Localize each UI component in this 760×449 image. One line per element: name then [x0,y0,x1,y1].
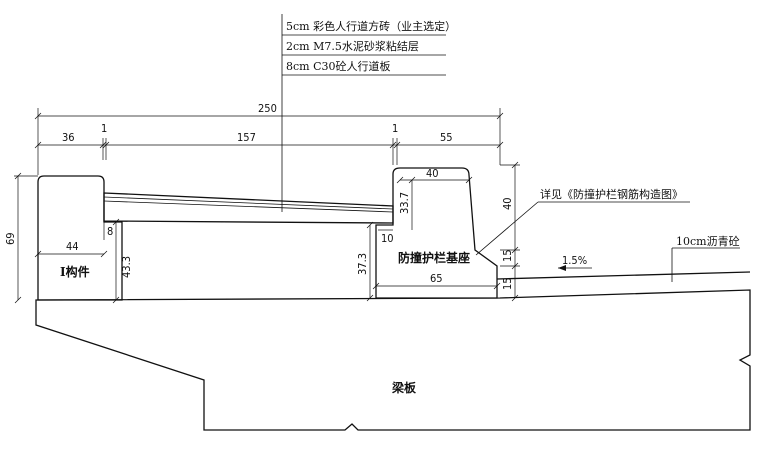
dim-8-text: 8 [107,225,113,238]
barrier-reference-text: 详见《防撞护栏钢筋构造图》 [540,187,683,201]
tick [102,141,110,149]
right-vertical-dimensions: 40 15 15 [500,161,520,302]
leader-line-barrier [475,201,539,256]
slab-outline [103,192,394,224]
tick [112,218,120,226]
dim-1a-text: 1 [101,122,107,135]
beam-slab-outline [35,289,751,431]
dim-55-text: 55 [440,131,453,144]
dim-1b-text: 1 [392,122,398,135]
dim-36-text: 36 [62,131,75,144]
dim-69-text: 69 [4,232,17,245]
layer2-text: 2cm M7.5水泥砂浆粘结层 [286,39,419,53]
barrier-base-label: 防撞护栏基座 [398,250,470,265]
dim-40b-text: 40 [501,197,514,210]
asphalt-layer: 1.5% 10cm沥青砼 [496,235,751,282]
dim-250-text: 250 [258,102,277,115]
tick [408,176,416,184]
layer-annotations: 5cm 彩色人行道方砖（业主选定） 2cm M7.5水泥砂浆粘结层 8cm C3… [281,14,456,212]
tick [34,141,42,149]
i-member: 69 44 I构件 8 43.3 [4,172,133,304]
dim-37-3-text: 37.3 [356,253,369,275]
tick [14,296,22,304]
beam-slab: 梁板 [35,289,751,431]
dim-43-3-text: 43.3 [120,256,133,278]
i-member-label: I构件 [60,264,90,279]
slab-layer-line [103,196,394,210]
layer1-text: 5cm 彩色人行道方砖（业主选定） [286,19,456,33]
i-member-outline [37,175,123,301]
tick [493,282,501,290]
tick [389,141,397,149]
tick [100,250,108,258]
asphalt-text: 10cm沥青砼 [676,235,740,248]
tick [465,176,473,184]
dim-15a-text: 15 [501,249,514,262]
tick [99,141,107,149]
tick [366,221,374,229]
tick [14,172,22,180]
barrier-outline [375,167,498,299]
top-dimensions: 250 36 1 157 1 55 [34,102,504,175]
tick [511,262,519,270]
tick [396,176,404,184]
tick [393,141,401,149]
sidewalk-slab [103,192,394,224]
tick [34,250,42,258]
slope-text: 1.5% [562,254,587,267]
tick [372,282,380,290]
dim-44-text: 44 [66,240,79,253]
barrier-reference: 详见《防撞护栏钢筋构造图》 [475,187,690,256]
dim-10-text: 10 [381,232,394,245]
barrier-base: 40 33.7 10 37.3 防撞护栏基座 65 [356,167,501,302]
tick [496,112,504,120]
beam-slab-label: 梁板 [391,380,417,395]
tick [496,141,504,149]
asphalt-top-line [496,271,751,280]
dim-33-7-text: 33.7 [398,192,411,214]
tick [511,246,519,254]
dim-157-text: 157 [237,131,256,144]
dim-40a-text: 40 [426,167,439,180]
dim-15b-text: 15 [501,277,514,290]
dim-65-text: 65 [430,272,443,285]
slab-layer-line [103,200,394,213]
tick [34,112,42,120]
tick [511,161,519,169]
layer3-text: 8cm C30砼人行道板 [286,59,391,73]
slope-arrow-icon [558,265,566,271]
